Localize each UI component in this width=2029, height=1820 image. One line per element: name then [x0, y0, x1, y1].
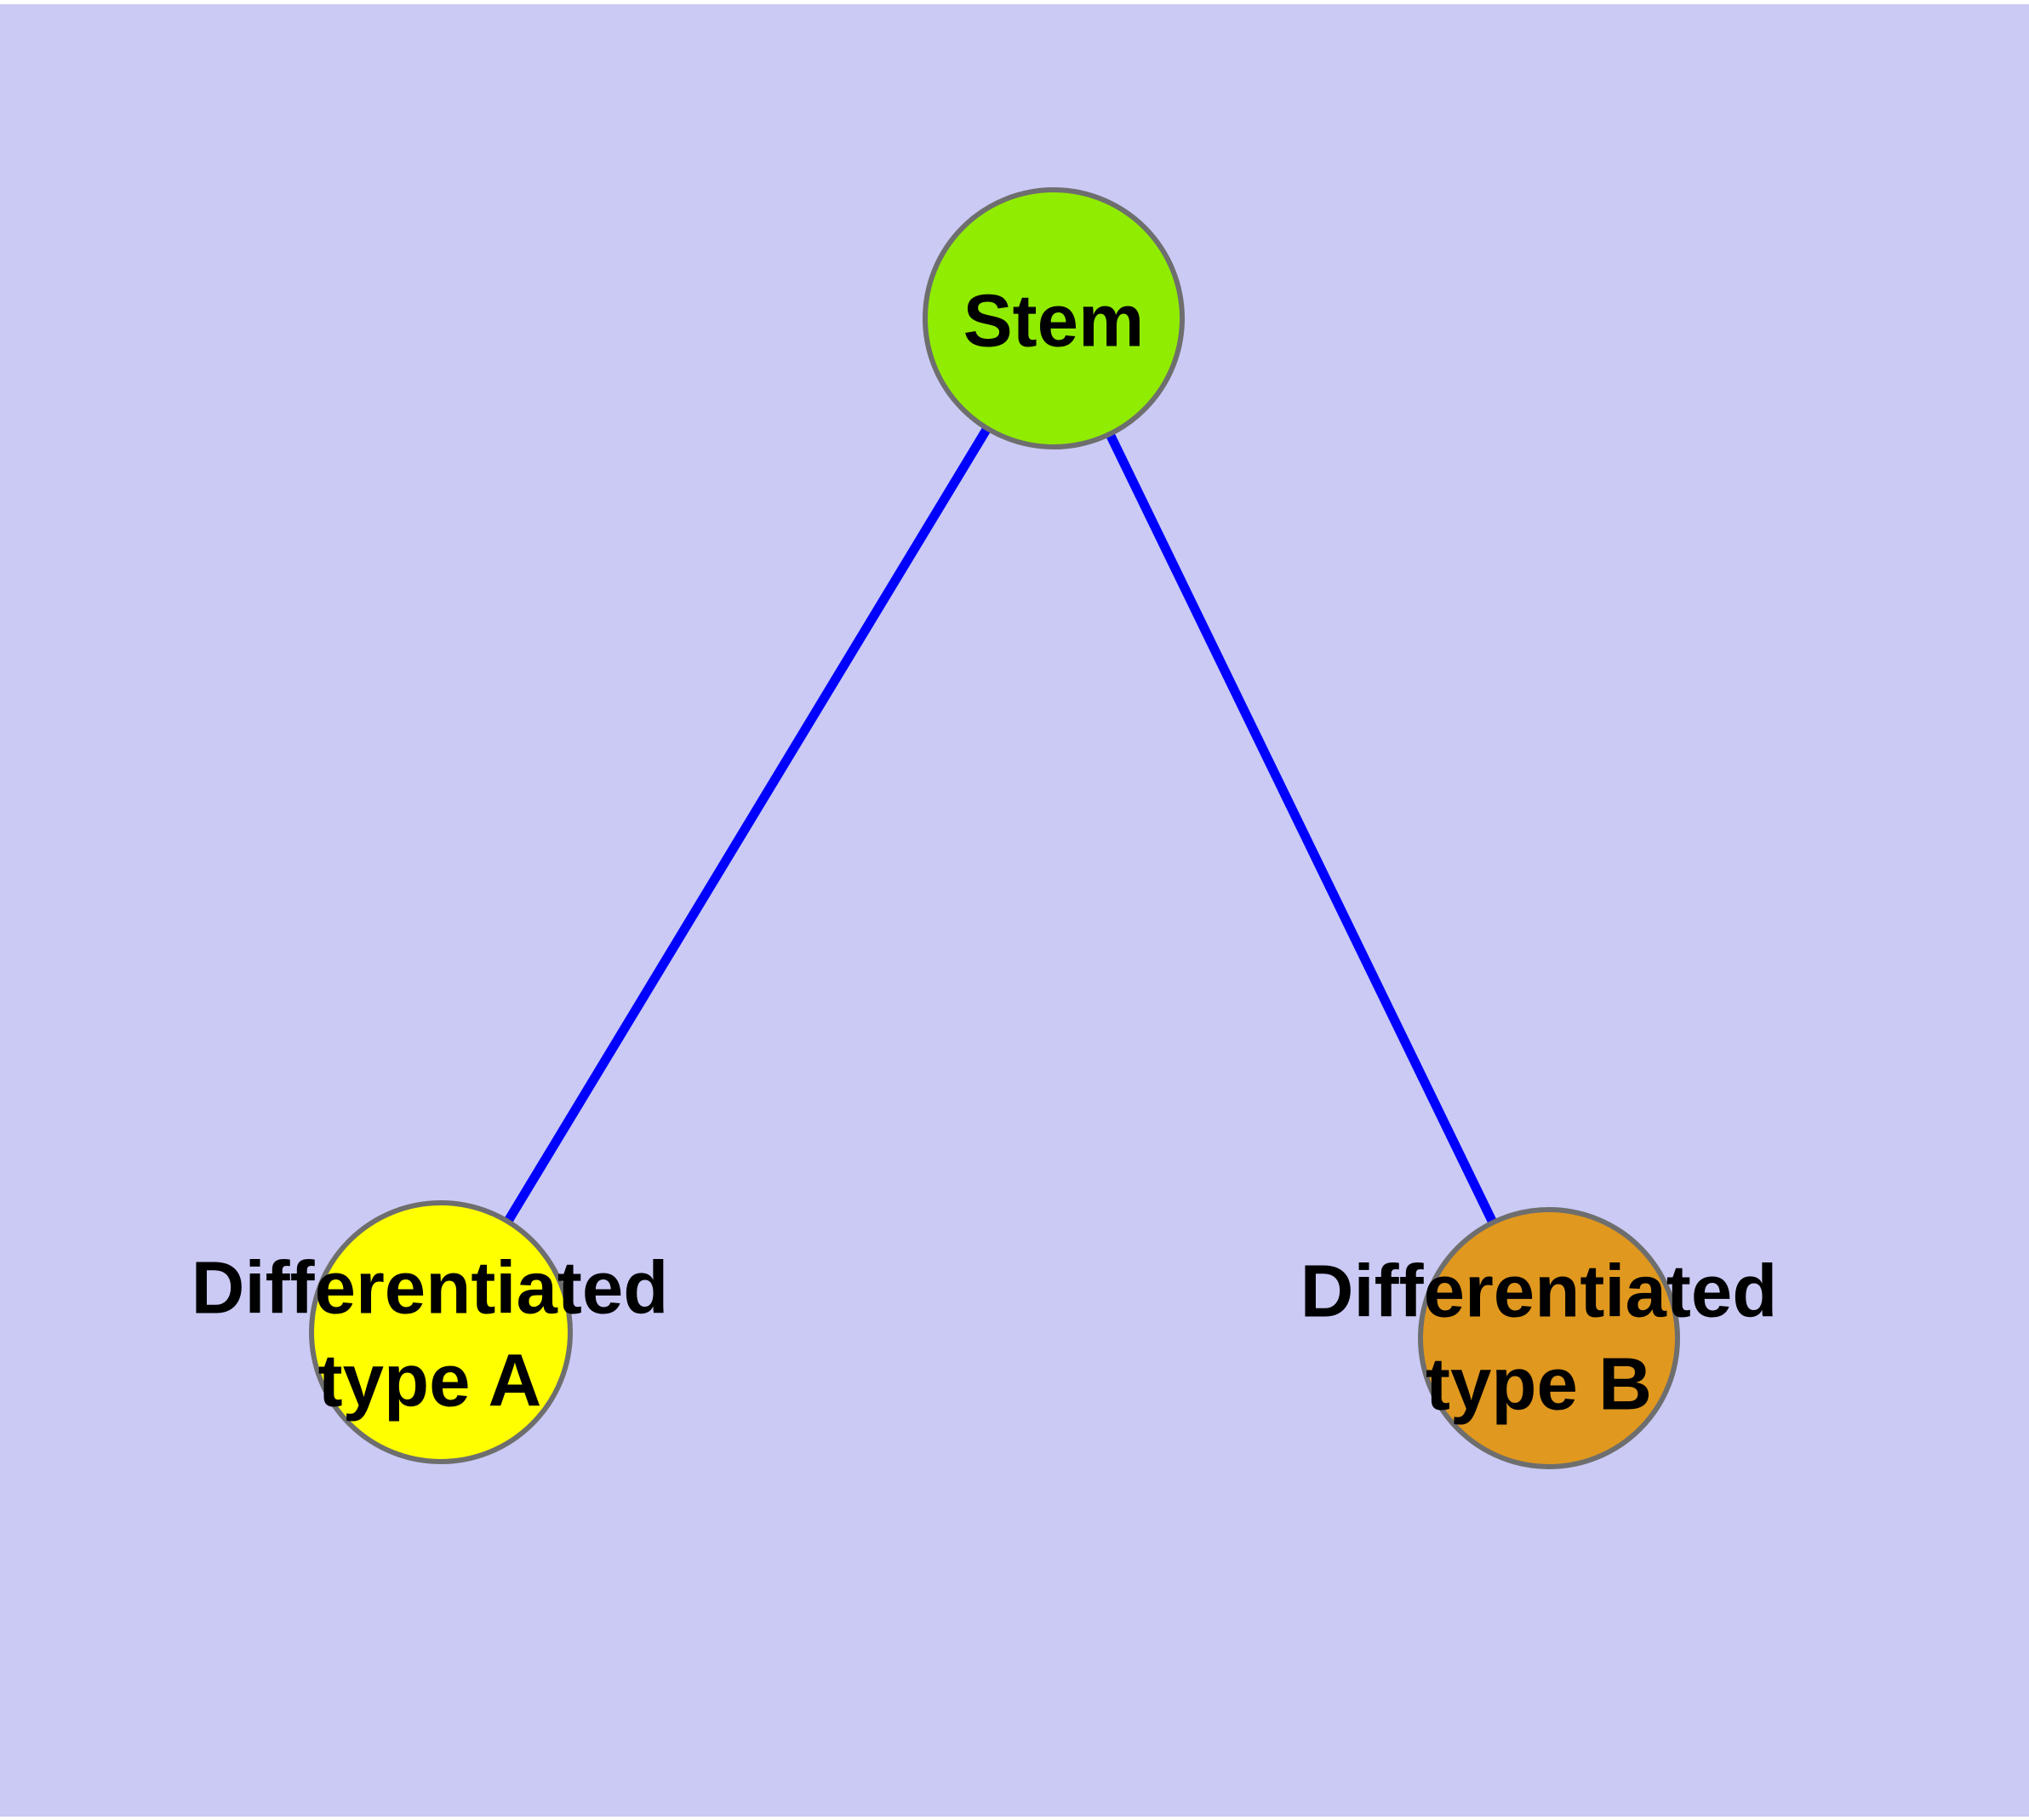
edge-stem-to-typeA	[437, 316, 1058, 1335]
node-differentiated-type-b-label-line1: Differentiated	[1300, 1250, 1778, 1333]
node-differentiated-type-a-label-line1: Differentiated	[191, 1246, 669, 1330]
node-differentiated-type-a-circle	[309, 1200, 573, 1464]
node-stem-label: Stem	[963, 279, 1145, 363]
node-stem-circle	[923, 187, 1185, 449]
node-differentiated-type-b-label: Differentiated type B	[1300, 1245, 1778, 1431]
window-edge-bottom	[0, 1817, 2029, 1820]
node-differentiated-type-a-label: Differentiated type A	[191, 1242, 669, 1428]
edge-stem-to-typeB	[1049, 316, 1553, 1341]
window-edge-top	[0, 0, 2029, 4]
node-differentiated-type-b-label-line2: type B	[1426, 1342, 1652, 1425]
node-differentiated-type-a-label-line2: type A	[317, 1339, 542, 1422]
node-differentiated-type-b-circle	[1418, 1207, 1680, 1469]
